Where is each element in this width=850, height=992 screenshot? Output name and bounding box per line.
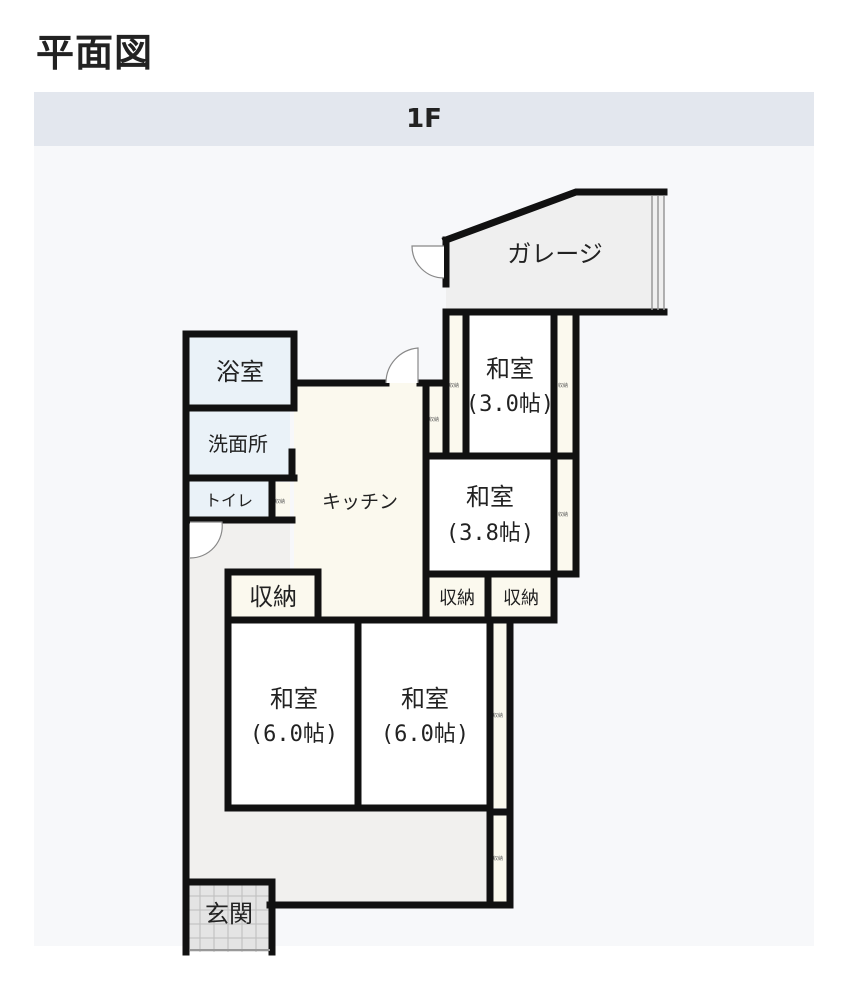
kitchen-label: キッチン [322, 491, 398, 513]
closet-mark-3: 収納 [429, 416, 439, 423]
washitsu-mid-floor [426, 456, 554, 572]
floor-tab-1f[interactable]: 1F [34, 92, 814, 146]
closet-strip-3 [426, 384, 444, 454]
washitsu-right-name: 和室 [401, 685, 449, 713]
floor-label: 1F [406, 104, 442, 134]
storage-mid1-label: 収納 [439, 588, 475, 609]
garage-label: ガレージ [507, 240, 603, 268]
page-title: 平面図 [36, 31, 154, 75]
closet-strip-6 [490, 622, 508, 808]
garage-opening [651, 196, 665, 310]
walls [182, 188, 668, 956]
closet-strip-5 [272, 482, 290, 520]
closet-mark-5: 収納 [275, 498, 285, 505]
garage-door-swing [411, 245, 445, 279]
kitchen-door-swing [385, 347, 419, 384]
washroom-floor [186, 408, 290, 476]
storage-left-floor [228, 572, 318, 620]
washitsu-left-size: (6.0帖) [250, 722, 338, 747]
bath-floor [186, 334, 294, 406]
closet-strip-4 [556, 456, 574, 572]
closet-mark-4: 収納 [558, 511, 568, 518]
washitsu-left-floor [230, 622, 358, 808]
washitsu-mid-name: 和室 [466, 483, 514, 511]
closet-mark-7: 収納 [493, 855, 503, 862]
storage-mid1-floor [426, 576, 488, 620]
washroom-label: 洗面所 [208, 432, 268, 456]
washitsu-top-name: 和室 [486, 355, 534, 383]
washitsu-left-name: 和室 [270, 685, 318, 713]
entrance-tiles [186, 882, 272, 952]
washitsu-top-size: (3.0帖) [466, 392, 554, 417]
storage-left-label: 収納 [249, 583, 297, 611]
washitsu-right-floor [360, 622, 490, 808]
closet-strip-7 [490, 812, 508, 904]
washitsu-mid-size: (3.8帖) [446, 521, 534, 546]
storage-mid2-label: 収納 [503, 588, 539, 609]
hallway-floor [186, 520, 490, 905]
washitsu-right-size: (6.0帖) [381, 722, 469, 747]
storage-mid2-floor [490, 576, 552, 620]
toilet-door-swing [189, 521, 223, 559]
closet-mark-6: 収納 [493, 712, 503, 719]
closet-strip-1 [446, 314, 464, 454]
toilet-floor [186, 480, 270, 520]
closet-mark-1: 収納 [449, 382, 459, 389]
closet-mark-2: 収納 [558, 382, 568, 389]
toilet-label: トイレ [205, 491, 253, 510]
washitsu-top-floor [466, 314, 554, 454]
bath-label: 浴室 [216, 358, 264, 386]
entrance-label: 玄関 [205, 900, 253, 928]
closet-strip-2 [556, 314, 574, 454]
